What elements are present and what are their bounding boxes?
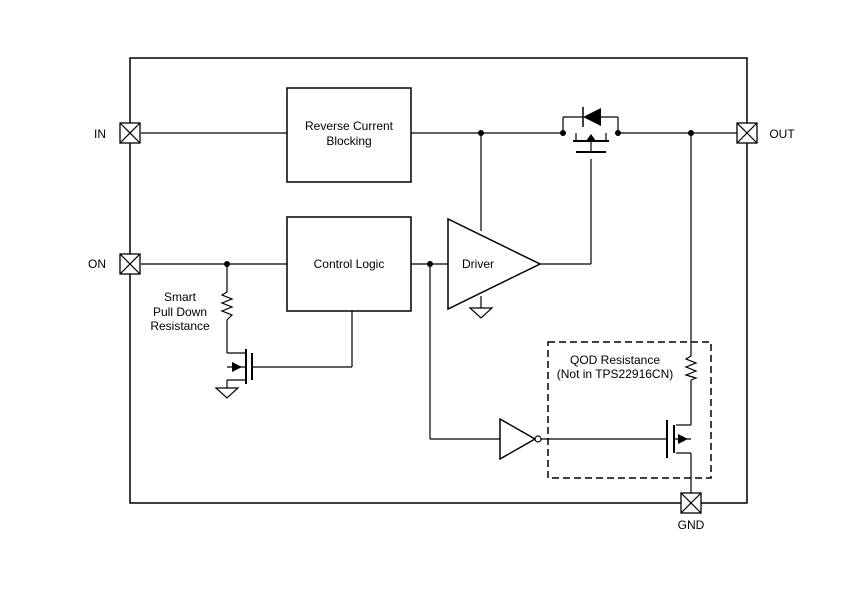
driver-ground-icon — [468, 307, 494, 319]
pulldown-ground-icon — [214, 387, 240, 399]
qod-region — [547, 341, 712, 479]
pin-in-icon — [119, 122, 141, 144]
pass-fet-icon — [562, 107, 619, 153]
wires — [141, 132, 737, 493]
pin-out-label: OUT — [769, 127, 795, 141]
pulldown-label-line2: Pull Down — [153, 305, 207, 319]
qod-label-line1: QOD Resistance — [570, 353, 660, 367]
qod-label-line2: (Not in TPS22916CN) — [557, 367, 674, 381]
pulldown-label-line1: Smart — [164, 290, 197, 304]
pulldown-resistor-icon — [220, 291, 234, 321]
package-outline — [129, 57, 748, 504]
reverse-current-label-line1: Reverse Current — [305, 119, 394, 133]
reverse-current-label-line2: Blocking — [326, 134, 371, 148]
control-logic-label: Control Logic — [314, 257, 385, 271]
pin-on-icon — [119, 253, 141, 275]
qod-fet-icon — [666, 420, 691, 458]
pulldown-fet-icon — [227, 349, 253, 384]
control-logic-block — [286, 216, 412, 312]
pulldown-label-line3: Resistance — [150, 319, 210, 333]
pin-gnd-label: GND — [678, 518, 705, 532]
inverter-icon — [499, 417, 537, 461]
reverse-current-blocking-block — [286, 87, 412, 183]
qod-resistor-icon — [684, 355, 698, 381]
inverter-bubble — [534, 435, 542, 443]
driver-amplifier — [447, 217, 542, 311]
pin-on-label: ON — [88, 257, 106, 271]
pin-out-icon — [736, 122, 758, 144]
pin-gnd-icon — [680, 492, 702, 514]
driver-label: Driver — [462, 257, 494, 271]
pin-in-label: IN — [94, 127, 106, 141]
